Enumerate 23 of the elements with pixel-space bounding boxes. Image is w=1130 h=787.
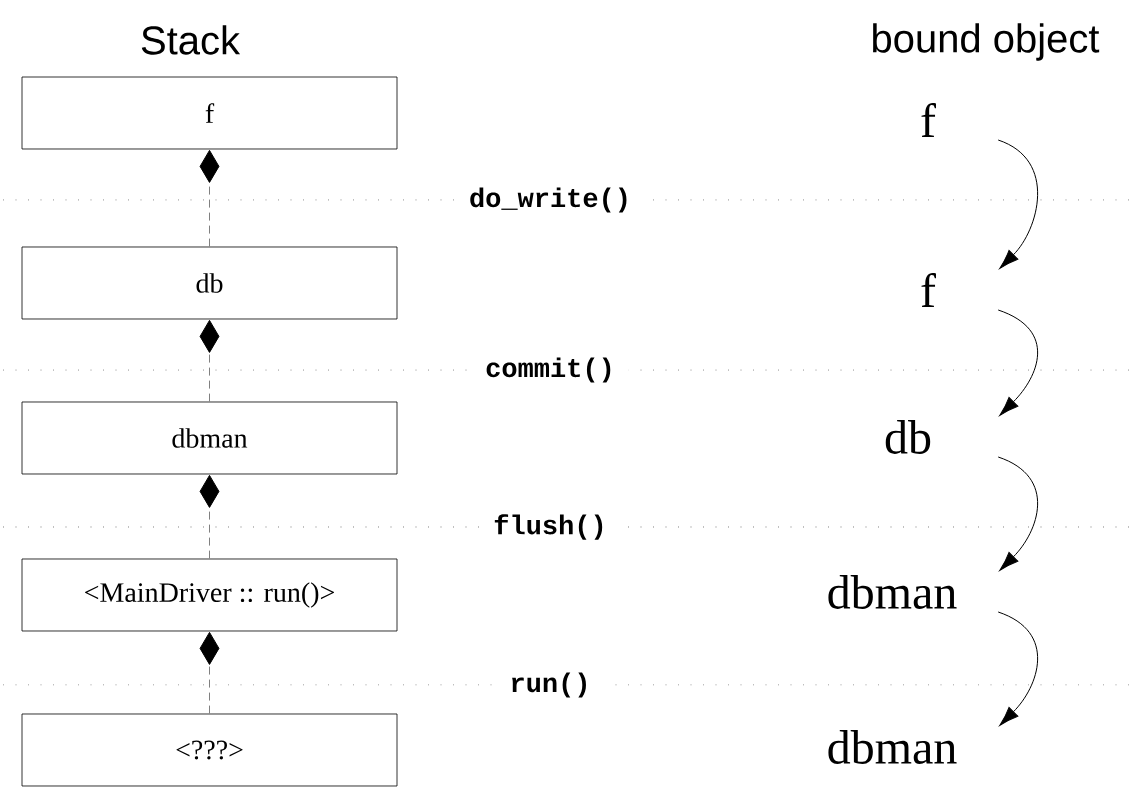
object-name: dbman: [828, 730, 957, 764]
method-label: do_write(): [455, 184, 645, 216]
arrow: [997, 139, 1039, 269]
stack-frame-box: f: [21, 76, 398, 150]
column-heading: bound object: [873, 23, 1100, 61]
object-name: db: [885, 420, 931, 454]
method-label: commit(): [471, 354, 629, 386]
method-label: flush(): [479, 510, 621, 544]
method-label: run(): [495, 669, 605, 701]
object-name: f: [921, 273, 936, 307]
arrow: [997, 309, 1039, 416]
stack-frame-box: <???>: [21, 713, 398, 787]
stack-frame-box: dbman: [21, 401, 398, 475]
arrow: [997, 611, 1039, 726]
arrow: [199, 631, 220, 715]
arrow: [199, 474, 220, 560]
arrow: [199, 319, 220, 403]
arrow: [199, 149, 220, 248]
object-name: dbman: [828, 575, 957, 609]
object-name: f: [921, 103, 936, 137]
stack-frame-box: <MainDriver :: run()>: [21, 558, 398, 632]
stack-frame-box: db: [21, 246, 398, 320]
arrow: [997, 456, 1039, 571]
